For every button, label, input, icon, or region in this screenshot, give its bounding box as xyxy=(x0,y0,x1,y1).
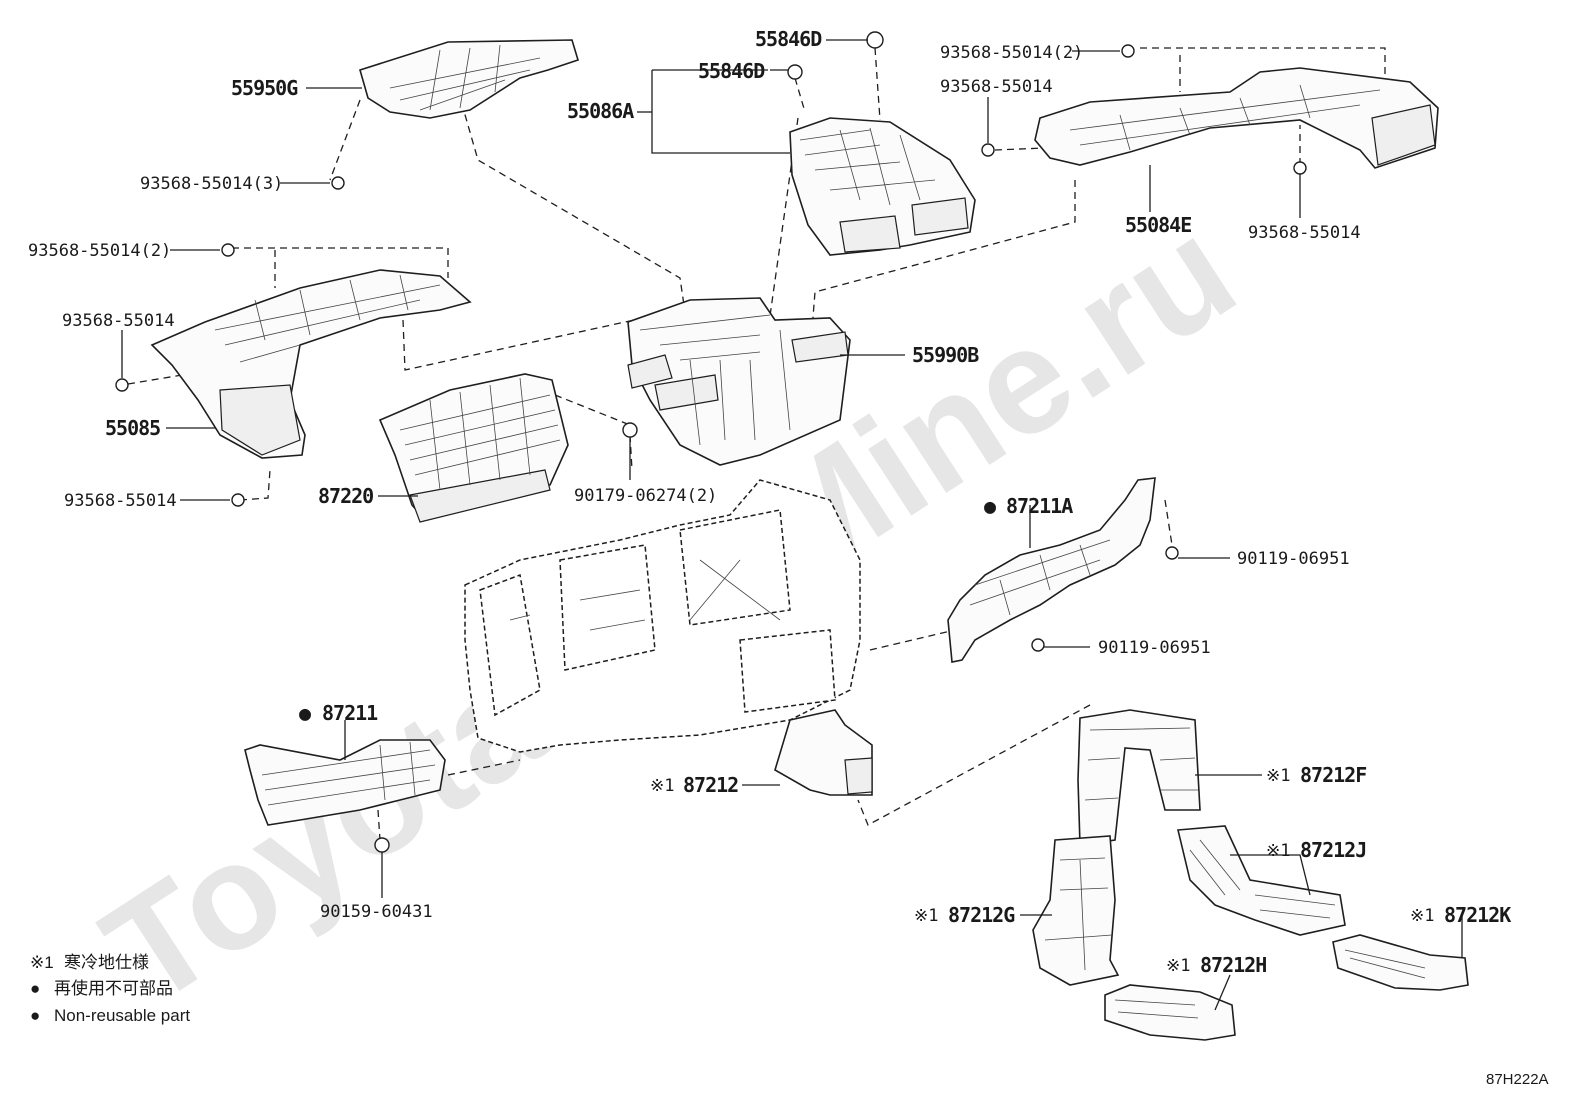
label-55846D-top[interactable]: 55846D xyxy=(755,27,823,51)
cold-spec-mark: ※1 xyxy=(650,776,674,796)
cold-spec-mark: ※1 xyxy=(1166,956,1190,976)
label-87212J[interactable]: 87212J xyxy=(1300,838,1367,862)
bolt-93568-left xyxy=(115,378,129,392)
label-90159-60431[interactable]: 90159-60431 xyxy=(320,902,433,922)
bolt-93568-left-bottom xyxy=(231,493,245,507)
duct-55085 xyxy=(150,269,472,459)
label-93568-55014-right[interactable]: 93568-55014 xyxy=(1248,223,1361,243)
bolt-90159 xyxy=(374,837,390,853)
register-55990B xyxy=(627,297,851,466)
duct-87211A xyxy=(947,477,1156,663)
duct-87212F xyxy=(1077,709,1201,846)
duct-87212G xyxy=(1032,835,1120,986)
label-90179-06274-2[interactable]: 90179-06274(2) xyxy=(574,486,717,506)
label-87211[interactable]: 87211 xyxy=(322,701,379,725)
legend-cold-mark: ※1 xyxy=(30,953,54,972)
label-87211A[interactable]: 87211A xyxy=(1006,494,1074,518)
bolt-93568-3 xyxy=(331,176,345,190)
cold-spec-mark: ※1 xyxy=(1266,841,1290,861)
duct-87212J xyxy=(1177,825,1346,936)
clip-55846D xyxy=(787,64,803,80)
duct-87212 xyxy=(774,709,873,796)
label-93568-55014-top-right[interactable]: 93568-55014 xyxy=(940,77,1053,97)
fasteners xyxy=(115,31,1307,853)
duct-87212H xyxy=(1104,984,1236,1041)
duct-87212K xyxy=(1332,934,1469,991)
legend-dot-1: ● xyxy=(30,979,40,998)
label-55086A[interactable]: 55086A xyxy=(567,99,635,123)
nonreusable-mark: ● xyxy=(299,701,311,725)
legend-dot-2: ● xyxy=(30,1006,40,1025)
label-55084E[interactable]: 55084E xyxy=(1125,213,1192,237)
nut-90179 xyxy=(622,422,638,438)
label-87212G[interactable]: 87212G xyxy=(948,903,1016,927)
bolt-93568-right xyxy=(1293,161,1307,175)
cold-spec-mark: ※1 xyxy=(914,906,938,926)
label-55846D[interactable]: 55846D xyxy=(698,59,766,83)
legend-nonreusable-jp: 再使用不可部品 xyxy=(54,978,173,998)
label-55950G[interactable]: 55950G xyxy=(231,76,299,100)
nonreusable-mark: ● xyxy=(984,494,996,518)
legend: ※1 寒冷地仕様 ● 再使用不可部品 ● Non-reusable part xyxy=(30,953,190,1025)
legend-cold-text: 寒冷地仕様 xyxy=(64,953,149,972)
cold-spec-mark: ※1 xyxy=(1410,906,1434,926)
part-labels: 55950G 55846D 55846D 55086A 93568-55014(… xyxy=(28,27,1512,977)
duct-87211 xyxy=(244,739,446,826)
label-87212[interactable]: 87212 xyxy=(683,773,739,797)
filter-cover-87220 xyxy=(378,373,569,523)
label-93568-55014-2-left[interactable]: 93568-55014(2) xyxy=(28,241,171,261)
label-87212K[interactable]: 87212K xyxy=(1444,903,1512,927)
bolt-90119-a xyxy=(1165,546,1179,560)
cold-spec-mark: ※1 xyxy=(1266,766,1290,786)
label-90119-06951-a[interactable]: 90119-06951 xyxy=(1237,549,1350,569)
label-87212H[interactable]: 87212H xyxy=(1200,953,1267,977)
bolt-93568-2-left xyxy=(221,243,235,257)
diagram-code: 87H222A xyxy=(1486,1071,1549,1088)
label-55085[interactable]: 55085 xyxy=(105,416,161,440)
bolt-90119-b xyxy=(1031,638,1045,652)
duct-55084E xyxy=(1034,67,1439,169)
bolt-93568-top-right xyxy=(981,143,995,157)
assembly-dashed-lines xyxy=(127,47,1386,841)
label-93568-55014-3[interactable]: 93568-55014(3) xyxy=(140,174,283,194)
duct-55086A xyxy=(789,117,976,256)
label-90119-06951-b[interactable]: 90119-06951 xyxy=(1098,638,1211,658)
label-87220[interactable]: 87220 xyxy=(318,484,374,508)
label-55990B[interactable]: 55990B xyxy=(912,343,980,367)
clip-55846D-top xyxy=(866,31,884,49)
duct-55950G xyxy=(359,39,579,119)
label-93568-55014-left-bottom[interactable]: 93568-55014 xyxy=(64,491,177,511)
label-93568-55014-left[interactable]: 93568-55014 xyxy=(62,311,175,331)
leader-lines xyxy=(121,39,1463,1011)
heater-unit-assembly xyxy=(464,479,861,753)
label-93568-55014-2-top[interactable]: 93568-55014(2) xyxy=(940,43,1083,63)
label-87212F[interactable]: 87212F xyxy=(1300,763,1367,787)
bolt-93568-2-top xyxy=(1121,44,1135,58)
legend-nonreusable-en: Non-reusable part xyxy=(54,1006,190,1025)
